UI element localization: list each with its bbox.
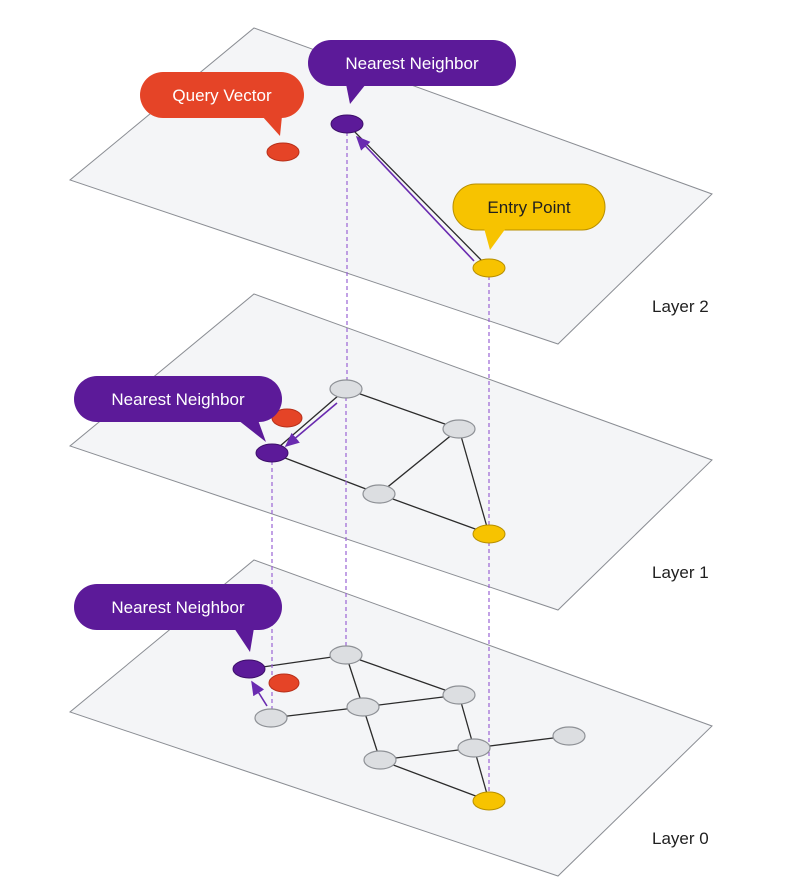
entry-point-node	[472, 524, 506, 544]
graph-node	[442, 685, 476, 705]
layer-2-label: Layer 2	[652, 297, 709, 316]
layer-1-search-arrow	[284, 402, 338, 448]
nearest-neighbor-callout-top: Nearest Neighbor	[308, 40, 516, 104]
query-vector-node	[266, 142, 300, 162]
layer-1-edge	[458, 428, 490, 535]
graph-node	[346, 697, 380, 717]
nearest-neighbor-node	[330, 114, 364, 134]
graph-node	[457, 738, 491, 758]
nearest-neighbor-label-bottom: Nearest Neighbor	[111, 598, 245, 617]
query-vector-node	[271, 408, 303, 428]
layer-0-label: Layer 0	[652, 829, 709, 848]
query-vector-callout: Query Vector	[140, 72, 304, 136]
nearest-neighbor-node	[232, 659, 266, 679]
nearest-neighbor-label-top: Nearest Neighbor	[345, 54, 479, 73]
layer-2-search-arrow	[355, 135, 475, 262]
layer-0-plane	[68, 559, 713, 877]
graph-node	[329, 379, 363, 399]
layer-1	[68, 293, 713, 611]
layer-2-nodes	[266, 114, 506, 278]
graph-node	[552, 726, 586, 746]
nearest-neighbor-callout-bottom: Nearest Neighbor	[74, 584, 282, 652]
graph-node	[363, 750, 397, 770]
layer-1-nodes	[255, 379, 506, 544]
layer-1-edge	[271, 452, 380, 495]
layer-1-edge	[378, 493, 490, 535]
layer-0-edge	[379, 759, 490, 802]
query-vector-node	[268, 673, 300, 693]
layer-1-plane	[68, 293, 713, 611]
nearest-neighbor-node	[255, 443, 289, 463]
graph-node	[329, 645, 363, 665]
layer-2-edge	[346, 123, 490, 269]
layer-1-label: Layer 1	[652, 563, 709, 582]
nearest-neighbor-label-mid: Nearest Neighbor	[111, 390, 245, 409]
graph-node	[254, 708, 288, 728]
layer-1-edge	[345, 388, 460, 430]
entry-point-callout: Entry Point	[452, 183, 606, 250]
layer-0-nodes	[232, 645, 586, 811]
graph-node	[362, 484, 396, 504]
query-vector-label: Query Vector	[172, 86, 272, 105]
layer-1-edge	[271, 388, 347, 454]
layer-0-edge	[345, 654, 460, 696]
entry-point-label: Entry Point	[487, 198, 570, 217]
entry-point-node	[472, 791, 506, 811]
layer-0-edge	[248, 654, 347, 670]
graph-node	[442, 419, 476, 439]
layer-0-search-arrow	[251, 680, 268, 707]
entry-point-node	[472, 258, 506, 278]
nearest-neighbor-callout-mid: Nearest Neighbor	[74, 376, 282, 442]
layer-1-edge	[378, 428, 460, 495]
